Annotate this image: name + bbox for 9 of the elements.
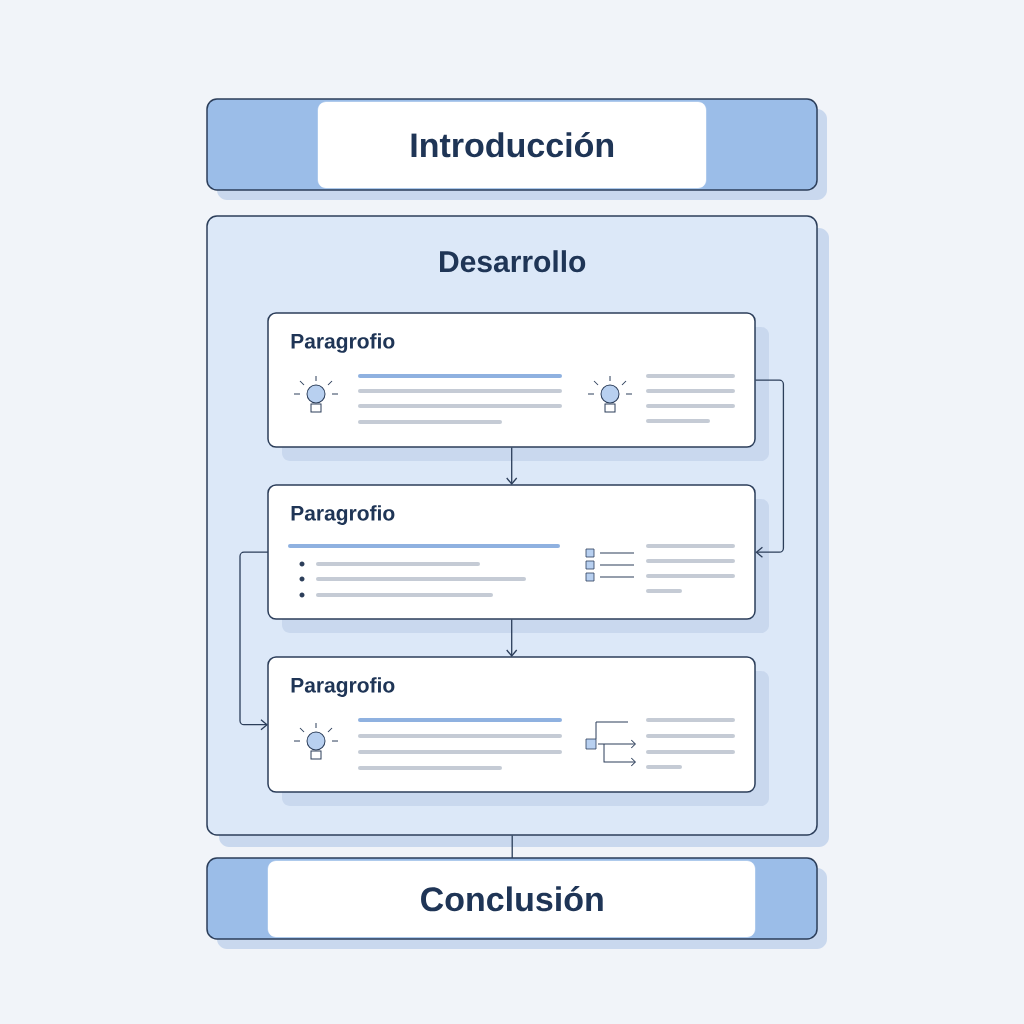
paragraph-card: Paragrofio	[267, 312, 769, 461]
section-band: Conclusión	[206, 857, 827, 949]
paragraph-card: Paragrofio	[267, 656, 769, 806]
arrow	[754, 379, 785, 558]
section-band: Introducción	[206, 98, 827, 200]
arrow	[506, 618, 518, 657]
arrow	[239, 551, 269, 731]
arrow	[506, 446, 518, 485]
paragraph-card: Paragrofio	[267, 484, 769, 633]
